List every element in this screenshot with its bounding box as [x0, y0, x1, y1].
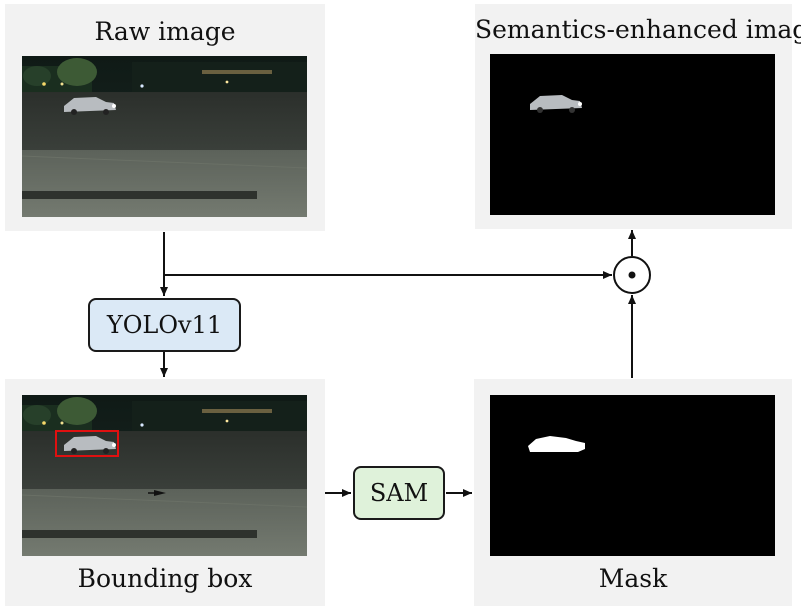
- bbox-car-icon: [64, 436, 116, 454]
- raw-image-photo: [22, 56, 307, 217]
- enhanced-car-icon: [530, 95, 582, 113]
- enhanced-image-panel: Semantics-enhanced image: [475, 4, 801, 229]
- detection-bounding-box: [55, 430, 119, 457]
- enhanced-image: [490, 54, 775, 215]
- yolo-label: YOLOv11: [106, 311, 223, 339]
- bounding-box-panel: Bounding box: [5, 379, 325, 606]
- car-mask-silhouette: [528, 436, 585, 452]
- raw-image-panel: Raw image: [5, 4, 325, 231]
- mask-image: [490, 395, 775, 556]
- mask-panel: Mask: [474, 379, 792, 606]
- yolo-model-box: YOLOv11: [88, 298, 241, 352]
- raw-image-caption: Raw image: [94, 17, 236, 46]
- bbox-small-arrow-icon: [154, 490, 166, 496]
- sam-label: SAM: [369, 479, 429, 507]
- enhanced-image-caption: Semantics-enhanced image: [475, 15, 801, 44]
- elementwise-product-icon: [613, 256, 651, 294]
- raw-car-icon: [64, 97, 116, 115]
- mask-caption: Mask: [598, 564, 668, 593]
- sam-model-box: SAM: [353, 466, 445, 520]
- bounding-box-caption: Bounding box: [77, 564, 253, 593]
- bounding-box-photo: [22, 395, 307, 556]
